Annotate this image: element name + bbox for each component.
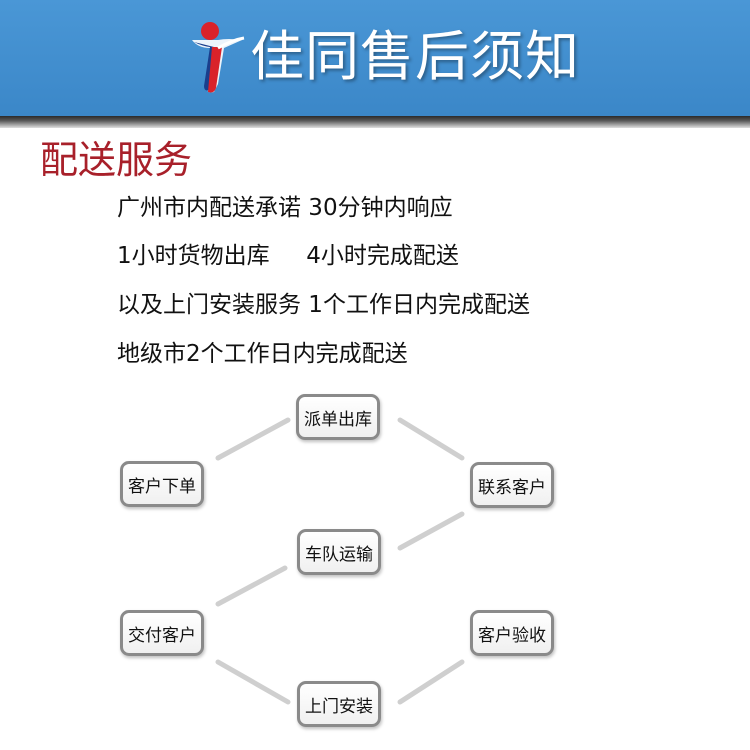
- flow-node-transport: 车队运输: [297, 529, 381, 575]
- connector-line: [215, 565, 288, 607]
- info-line: 1小时货物出库 4小时完成配送: [117, 243, 459, 269]
- connector-line: [215, 659, 291, 705]
- jt-logo-icon: [192, 22, 245, 93]
- section-title: 配送服务: [40, 138, 193, 182]
- flow-node-dispatch: 派单出库: [296, 394, 380, 440]
- flow-node-install: 上门安装: [297, 681, 381, 727]
- header-divider: [0, 116, 750, 128]
- connector-line: [397, 417, 465, 461]
- page-title: 佳同售后须知: [250, 25, 580, 88]
- flow-node-acceptance: 客户验收: [470, 610, 554, 656]
- flow-node-deliver: 交付客户: [120, 610, 204, 656]
- info-line: 以及上门安装服务 1个工作日内完成配送: [117, 292, 530, 318]
- flow-node-contact: 联系客户: [470, 462, 554, 508]
- connector-line: [397, 659, 465, 705]
- header-banner: 佳同售后须知: [0, 0, 750, 116]
- info-line: 地级市2个工作日内完成配送: [117, 341, 408, 367]
- info-line: 广州市内配送承诺 30分钟内响应: [117, 195, 453, 221]
- connector-line: [215, 417, 291, 461]
- flow-node-order: 客户下单: [120, 461, 204, 507]
- connector-line: [397, 511, 465, 551]
